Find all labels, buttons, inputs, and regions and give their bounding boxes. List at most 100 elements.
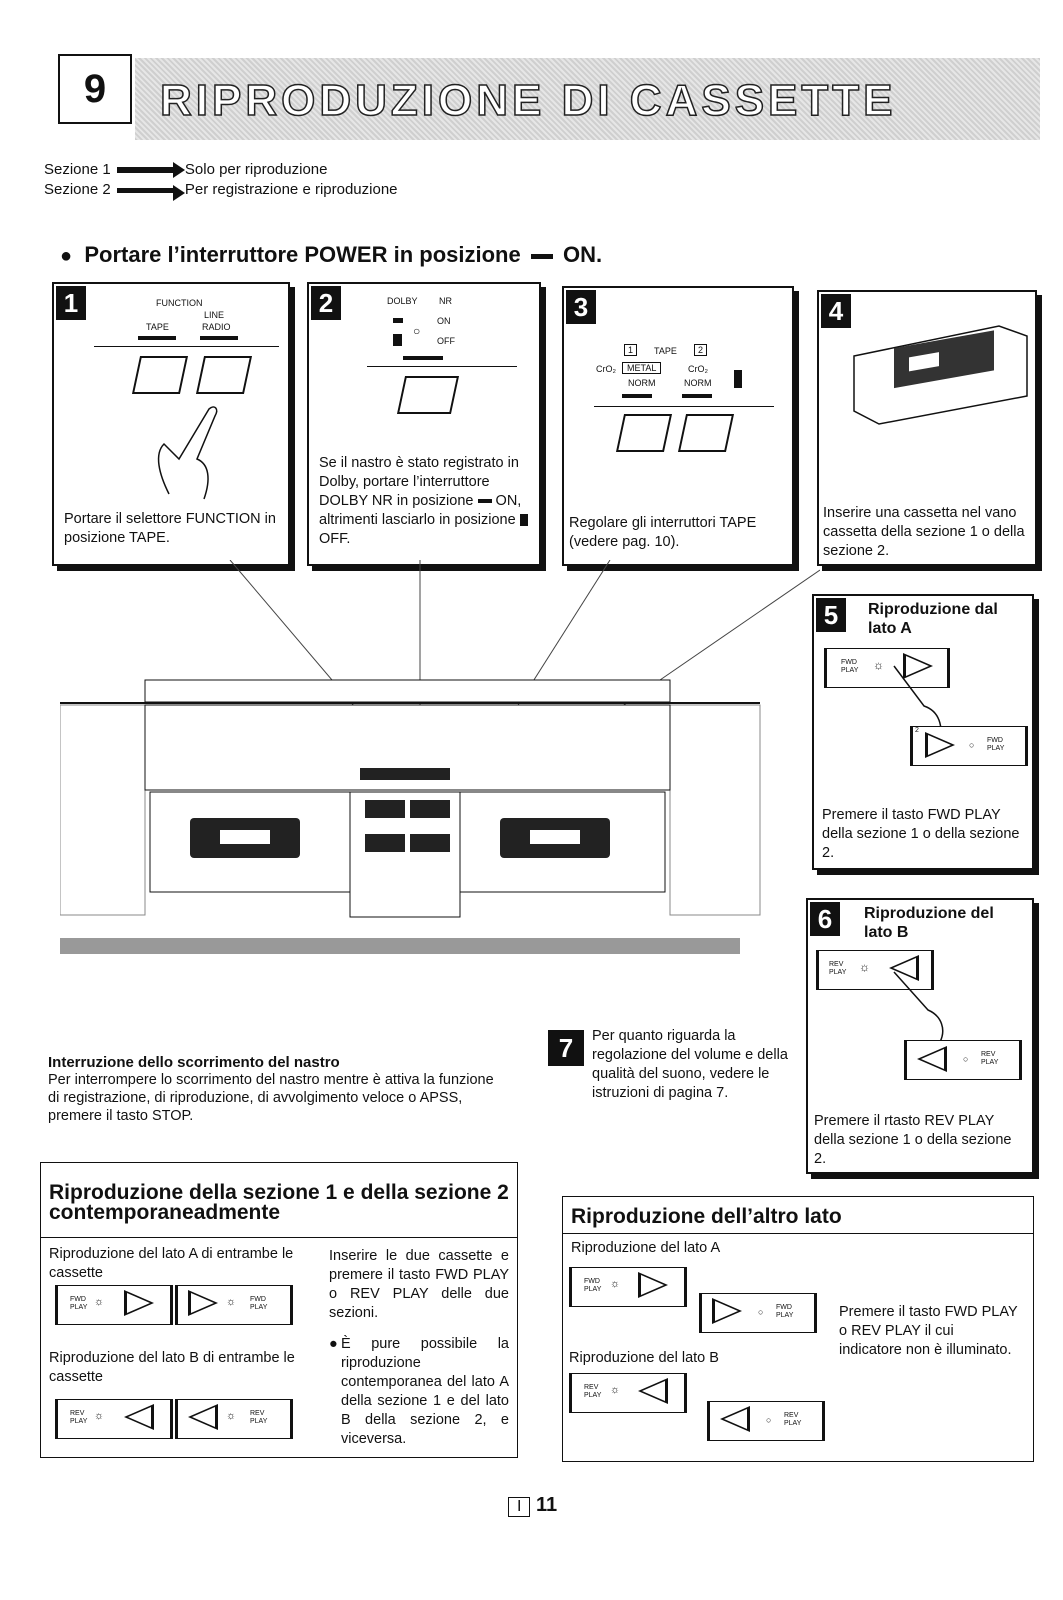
tape-2-button [677, 414, 735, 452]
tape-label: TAPE [146, 322, 169, 332]
step-1-panel: 1 FUNCTION LINE TAPE RADIO Portare il se… [52, 282, 290, 566]
play-label: PLAY [987, 745, 1005, 752]
dolby-nr-button [396, 376, 460, 414]
function-tape-button [131, 356, 189, 394]
fwd-play-button[interactable] [903, 653, 933, 679]
play-label: PLAY [250, 1304, 268, 1311]
title-band [135, 58, 1040, 140]
fwd-play-button[interactable] [638, 1272, 668, 1298]
fwd-label: FWD [987, 737, 1003, 744]
rev-play-button[interactable] [638, 1378, 668, 1404]
step-2-text: Se il nastro è stato registrato in Dolby… [319, 454, 531, 549]
play-label: PLAY [70, 1418, 88, 1425]
step-2-text-b: ON, altrimenti lasciarlo in posizione [319, 493, 522, 528]
tape-label: TAPE [654, 346, 677, 356]
off-label: OFF [437, 336, 455, 346]
step-7-text: Per quanto riguarda la regolazione del v… [592, 1028, 788, 1101]
fwd-play-button[interactable] [188, 1290, 218, 1316]
play-label: PLAY [776, 1312, 794, 1319]
divider [41, 1237, 517, 1238]
fwd-play-panel-2: ☼ FWD PLAY [175, 1285, 293, 1325]
radio-label: RADIO [202, 322, 231, 332]
off-switch-icon [519, 514, 528, 527]
rev-play-panel-2: ○ REV PLAY [707, 1401, 825, 1441]
play-label: PLAY [584, 1392, 602, 1399]
power-state: ON. [562, 242, 603, 267]
step-number: 5 [816, 598, 846, 632]
step-6-title: Riproduzione del lato B [864, 905, 994, 941]
stereo-unit-illustration [60, 560, 820, 954]
page-number: 11 [536, 1494, 558, 1516]
simultaneous-bullet: ● È pure possibile la riproduzione conte… [329, 1335, 509, 1449]
step-number: 2 [311, 286, 341, 320]
step-number: 1 [56, 286, 86, 320]
indicator-dot-icon: ○ [969, 740, 975, 750]
step-5-title: Riproduzione dal lato A [868, 601, 998, 637]
cassette-deck-illustration [853, 325, 1028, 425]
tape-1-button [615, 414, 673, 452]
simultaneous-title: Riproduzione della sezione 1 e della sez… [49, 1181, 509, 1224]
indicator-dot-icon: ○ [413, 324, 421, 338]
fwd-play-panel: FWD PLAY ☼ [569, 1267, 687, 1307]
simultaneous-bullet-text: È pure possibile la riproduzione contemp… [341, 1336, 509, 1447]
dolby-label: DOLBY [387, 296, 418, 306]
on-label: ON [437, 316, 451, 326]
metal-label: METAL [622, 362, 662, 374]
indicator-light-icon: ☼ [226, 1296, 237, 1308]
indicator-dot-icon: ○ [758, 1307, 764, 1317]
indicator-light-icon: ☼ [610, 1384, 621, 1396]
fwd-play-panel-2: ○ FWD PLAY [699, 1293, 817, 1333]
legend-text: Per registrazione e riproduzione [184, 181, 398, 198]
arrow-icon [116, 162, 185, 179]
indicator-bar [200, 336, 238, 340]
rev-play-panel: REV PLAY ☼ [569, 1373, 687, 1413]
fwd-play-button[interactable] [124, 1290, 154, 1316]
simultaneous-side-b: Riproduzione del lato B di entrambe le c… [49, 1350, 295, 1385]
fwd-play-panel: FWD PLAY ☼ [824, 648, 950, 688]
rev-play-button[interactable] [917, 1046, 947, 1072]
rev-play-button[interactable] [188, 1404, 218, 1430]
rev-label: REV [70, 1410, 85, 1417]
play-label: PLAY [584, 1286, 602, 1293]
legend-label: Sezione 1 [44, 161, 111, 178]
rev-play-button[interactable] [720, 1406, 750, 1432]
double-arrow-icon [116, 184, 185, 201]
step-2-text-a: Se il nastro è stato registrato in Dolby… [319, 455, 519, 509]
fwd-play-button[interactable] [712, 1298, 742, 1324]
fwd-label: FWD [776, 1304, 792, 1311]
fwd-label: FWD [841, 659, 857, 666]
bullet-icon: ● [60, 245, 73, 267]
fwd-play-button[interactable] [925, 732, 955, 758]
fwd-label: FWD [70, 1296, 86, 1303]
on-switch-icon [393, 318, 403, 323]
step-4-panel: 4 Inserire una cassetta nel vano cassett… [817, 290, 1037, 566]
play-label: PLAY [250, 1418, 268, 1425]
indicator-bar [403, 356, 443, 360]
norm-label: NORM [628, 378, 656, 388]
step-6-panel: 6 Riproduzione del lato B REV PLAY ☼ ○ R… [806, 898, 1034, 1174]
rev-play-button[interactable] [889, 955, 919, 981]
step-7-number: 7 [548, 1030, 584, 1066]
rev-play-button[interactable] [124, 1404, 154, 1430]
panel-line [367, 366, 517, 367]
fwd-play-panel: FWD PLAY ☼ [55, 1285, 173, 1325]
stop-note-title: Interruzione dello scorrimento del nastr… [48, 1054, 340, 1071]
indicator-light-icon: ☼ [873, 658, 884, 672]
panel-line [594, 406, 774, 407]
fwd-label: FWD [584, 1278, 600, 1285]
other-side-title: Riproduzione dell’altro lato [571, 1205, 842, 1228]
nr-label: NR [439, 296, 452, 306]
other-side-b: Riproduzione del lato B [569, 1350, 719, 1366]
indicator-bar [622, 394, 652, 398]
legend-row-2: Sezione 2 Per registrazione e riproduzio… [44, 180, 398, 201]
simultaneous-playback-box: Riproduzione della sezione 1 e della sez… [40, 1162, 518, 1458]
step-number: 4 [821, 294, 851, 328]
rev-label: REV [784, 1412, 799, 1419]
power-instruction: ● Portare l’interruttore POWER in posizi… [60, 242, 602, 268]
section-2-label: 2 [694, 344, 708, 356]
language-badge: I [508, 1497, 531, 1517]
bullet-icon: ● [329, 1336, 338, 1352]
step-2-panel: 2 DOLBY NR ON ○ OFF Se il nastro è stato… [307, 282, 541, 566]
rev-play-panel-2: ○ REV PLAY [904, 1040, 1022, 1080]
other-side-box: Riproduzione dell’altro lato Riproduzion… [562, 1196, 1034, 1462]
